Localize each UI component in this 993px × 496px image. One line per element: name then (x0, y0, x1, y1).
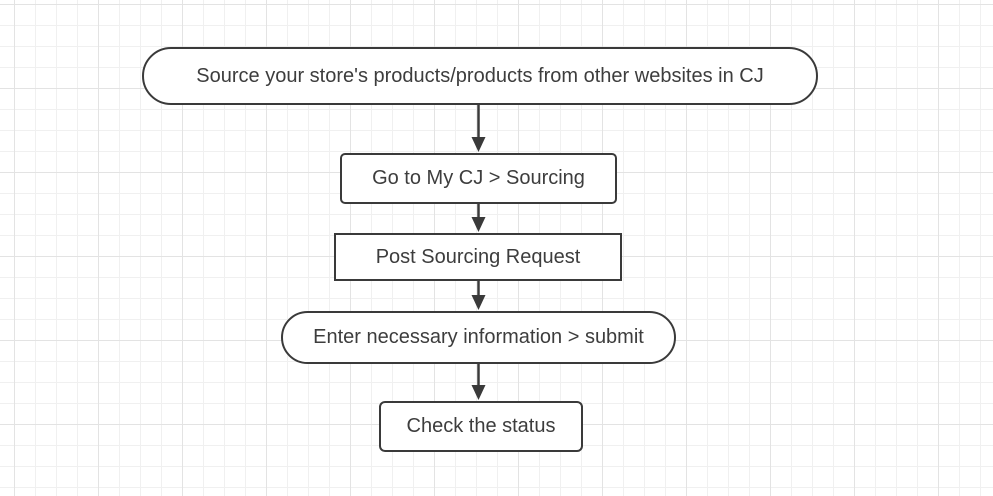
node-label: Enter necessary information > submit (313, 326, 644, 348)
arrow-start-to-go-to-sourcing[interactable] (471, 105, 486, 152)
arrow-post-request-to-enter-info[interactable] (471, 281, 486, 310)
node-enter-info-terminator[interactable]: Enter necessary information > submit (281, 311, 676, 364)
node-start-terminator[interactable]: Source your store's products/products fr… (142, 47, 818, 105)
node-check-status[interactable]: Check the status (379, 401, 583, 452)
node-go-to-sourcing[interactable]: Go to My CJ > Sourcing (340, 153, 617, 204)
node-label: Check the status (406, 415, 556, 437)
node-label: Go to My CJ > Sourcing (372, 167, 585, 189)
node-label: Source your store's products/products fr… (196, 64, 764, 87)
arrow-go-to-sourcing-to-post-request[interactable] (471, 204, 486, 232)
node-label: Post Sourcing Request (375, 245, 581, 268)
arrow-enter-info-to-check-status[interactable] (471, 364, 486, 400)
node-post-sourcing-request[interactable]: Post Sourcing Request (334, 233, 622, 281)
